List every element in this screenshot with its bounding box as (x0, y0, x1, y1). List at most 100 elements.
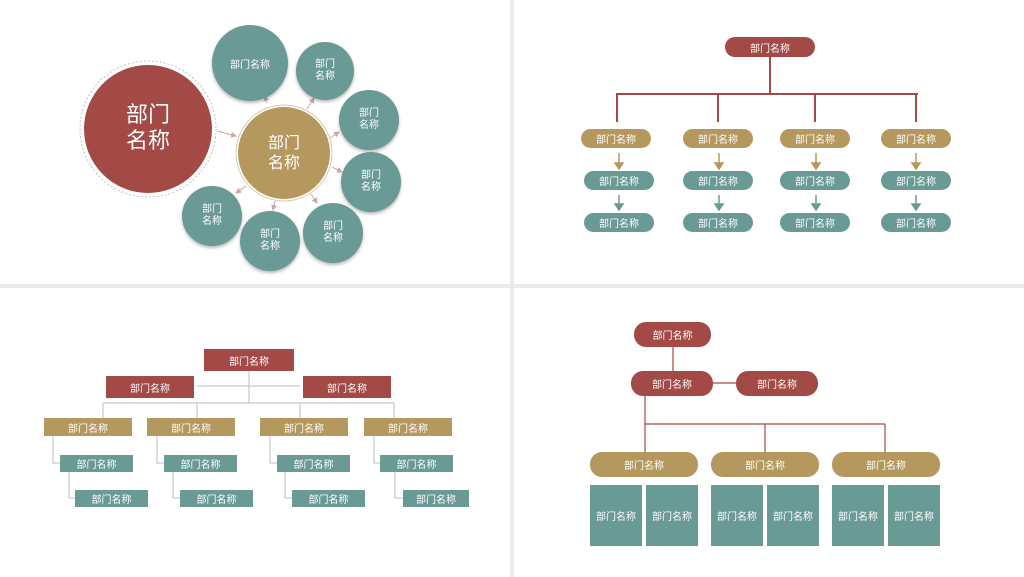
big-department-label: 部门名称 (125, 103, 170, 154)
level2-department-node: 部门名称 (380, 455, 453, 472)
level1-department-node: 部门名称 (147, 418, 235, 436)
level2-department-node: 部门名称 (683, 171, 753, 190)
node-label: 部门名称 (229, 356, 269, 368)
level1-department-node: 部门名称 (683, 129, 753, 148)
node-label: 部门名称 (894, 512, 934, 523)
node-label: 部门名称 (327, 383, 367, 395)
level3-department-node: 部门名称 (403, 490, 469, 507)
node-label: 部门名称 (795, 219, 835, 230)
level2-department-node: 部门名称 (881, 171, 951, 190)
satellite-label: 部门名称 (260, 229, 280, 252)
node-label: 部门名称 (866, 461, 906, 472)
level2-department-node: 部门名称 (780, 171, 850, 190)
node-label: 部门名称 (396, 460, 437, 471)
level2-department-node: 部门名称 (277, 455, 350, 472)
level1-department-node: 部门名称 (881, 129, 951, 148)
satellite-circle: 部门名称 (341, 152, 401, 212)
node-label: 部门名称 (698, 177, 738, 188)
node-label: 部门名称 (896, 135, 936, 146)
satellite-circle: 部门名称 (303, 203, 363, 263)
satellite-circle: 部门名称 (212, 25, 288, 101)
node-label: 部门名称 (838, 512, 878, 523)
node-label: 部门名称 (599, 219, 639, 230)
group-tree-panel: 部门名称 部门名称 部门名称 部门名称 部门名称 部门名称 部门名称 部门名称 … (514, 288, 1024, 577)
second-department-node: 部门名称 (631, 371, 713, 396)
node-label: 部门名称 (750, 43, 790, 55)
node-label: 部门名称 (171, 423, 211, 435)
satellite-circle: 部门名称 (182, 186, 242, 246)
node-label: 部门名称 (652, 380, 692, 391)
bubble-diagram-panel: 部门名称 部门名称 部门名称 部门名称 部门名称 部门名称 部门名称 部门名称 … (0, 0, 510, 284)
node-label: 部门名称 (745, 461, 785, 472)
satellite-circle: 部门名称 (296, 42, 354, 100)
root-department-node: 部门名称 (634, 322, 711, 347)
node-label: 部门名称 (76, 460, 117, 471)
node-label: 部门名称 (652, 331, 693, 342)
node-label: 部门名称 (795, 135, 835, 146)
satellite-label: 部门名称 (202, 204, 222, 227)
node-label: 部门名称 (308, 495, 349, 506)
center-circle-ring (235, 104, 333, 202)
node-label: 部门名称 (596, 512, 636, 523)
bubble-connectors (79, 60, 343, 211)
center-department-circle: 部门名称 (238, 107, 330, 199)
satellite-label: 部门名称 (230, 59, 270, 71)
node-label: 部门名称 (596, 135, 636, 146)
level3-department-node: 部门名称 (292, 490, 365, 507)
node-label: 部门名称 (388, 423, 428, 435)
pill-tree-panel: 部门名称 部门名称 部门名称 部门名称 部门名称 部门名称 部门名称 部门名称 … (514, 0, 1024, 284)
level1-department-node: 部门名称 (581, 129, 651, 148)
satellite-label: 部门名称 (323, 221, 343, 244)
level1-department-node: 部门名称 (260, 418, 348, 436)
group-head-node: 部门名称 (590, 452, 698, 477)
box-tree-panel: 部门名称 部门名称 部门名称 部门名称 部门名称 部门名称 部门名称 部门名称 … (0, 288, 510, 577)
node-label: 部门名称 (717, 512, 757, 523)
box-tree-connectors (52, 371, 403, 499)
center-department-label: 部门名称 (267, 133, 300, 172)
node-label: 部门名称 (91, 495, 132, 506)
node-label: 部门名称 (773, 512, 813, 523)
level3-department-node: 部门名称 (180, 490, 253, 507)
node-label: 部门名称 (293, 460, 334, 471)
right-department-node: 部门名称 (303, 376, 391, 398)
group-cell: 部门名称 (888, 485, 940, 546)
root-department-node: 部门名称 (725, 37, 815, 57)
left-department-node: 部门名称 (106, 376, 194, 398)
group-tree-connectors (644, 346, 886, 452)
node-label: 部门名称 (757, 380, 797, 391)
group-head-node: 部门名称 (832, 452, 940, 477)
node-label: 部门名称 (896, 219, 936, 230)
satellite-label: 部门名称 (315, 59, 335, 82)
level1-department-node: 部门名称 (44, 418, 132, 436)
level1-department-node: 部门名称 (364, 418, 452, 436)
level2-department-node: 部门名称 (164, 455, 237, 472)
pill-tree-connectors (613, 57, 922, 212)
level3-department-node: 部门名称 (881, 213, 951, 232)
level3-department-node: 部门名称 (75, 490, 148, 507)
level2-department-node: 部门名称 (60, 455, 133, 472)
node-label: 部门名称 (130, 383, 170, 395)
level1-department-node: 部门名称 (780, 129, 850, 148)
node-label: 部门名称 (624, 461, 664, 472)
group-head-node: 部门名称 (711, 452, 819, 477)
node-label: 部门名称 (698, 135, 738, 146)
side-department-node: 部门名称 (736, 371, 818, 396)
satellite-label: 部门名称 (361, 170, 381, 193)
node-label: 部门名称 (599, 177, 639, 188)
node-label: 部门名称 (896, 177, 936, 188)
satellite-circle: 部门名称 (240, 211, 300, 271)
level3-department-node: 部门名称 (584, 213, 654, 232)
node-label: 部门名称 (180, 460, 221, 471)
node-label: 部门名称 (416, 495, 456, 506)
level2-department-node: 部门名称 (584, 171, 654, 190)
big-department-circle: 部门名称 (84, 65, 212, 193)
node-label: 部门名称 (652, 512, 692, 523)
node-label: 部门名称 (795, 177, 835, 188)
level3-department-node: 部门名称 (683, 213, 753, 232)
satellite-circle: 部门名称 (339, 90, 399, 150)
node-label: 部门名称 (196, 495, 237, 506)
big-circle-ring (79, 60, 217, 198)
root-department-node: 部门名称 (204, 349, 294, 371)
node-label: 部门名称 (698, 219, 738, 230)
node-label: 部门名称 (68, 423, 108, 435)
